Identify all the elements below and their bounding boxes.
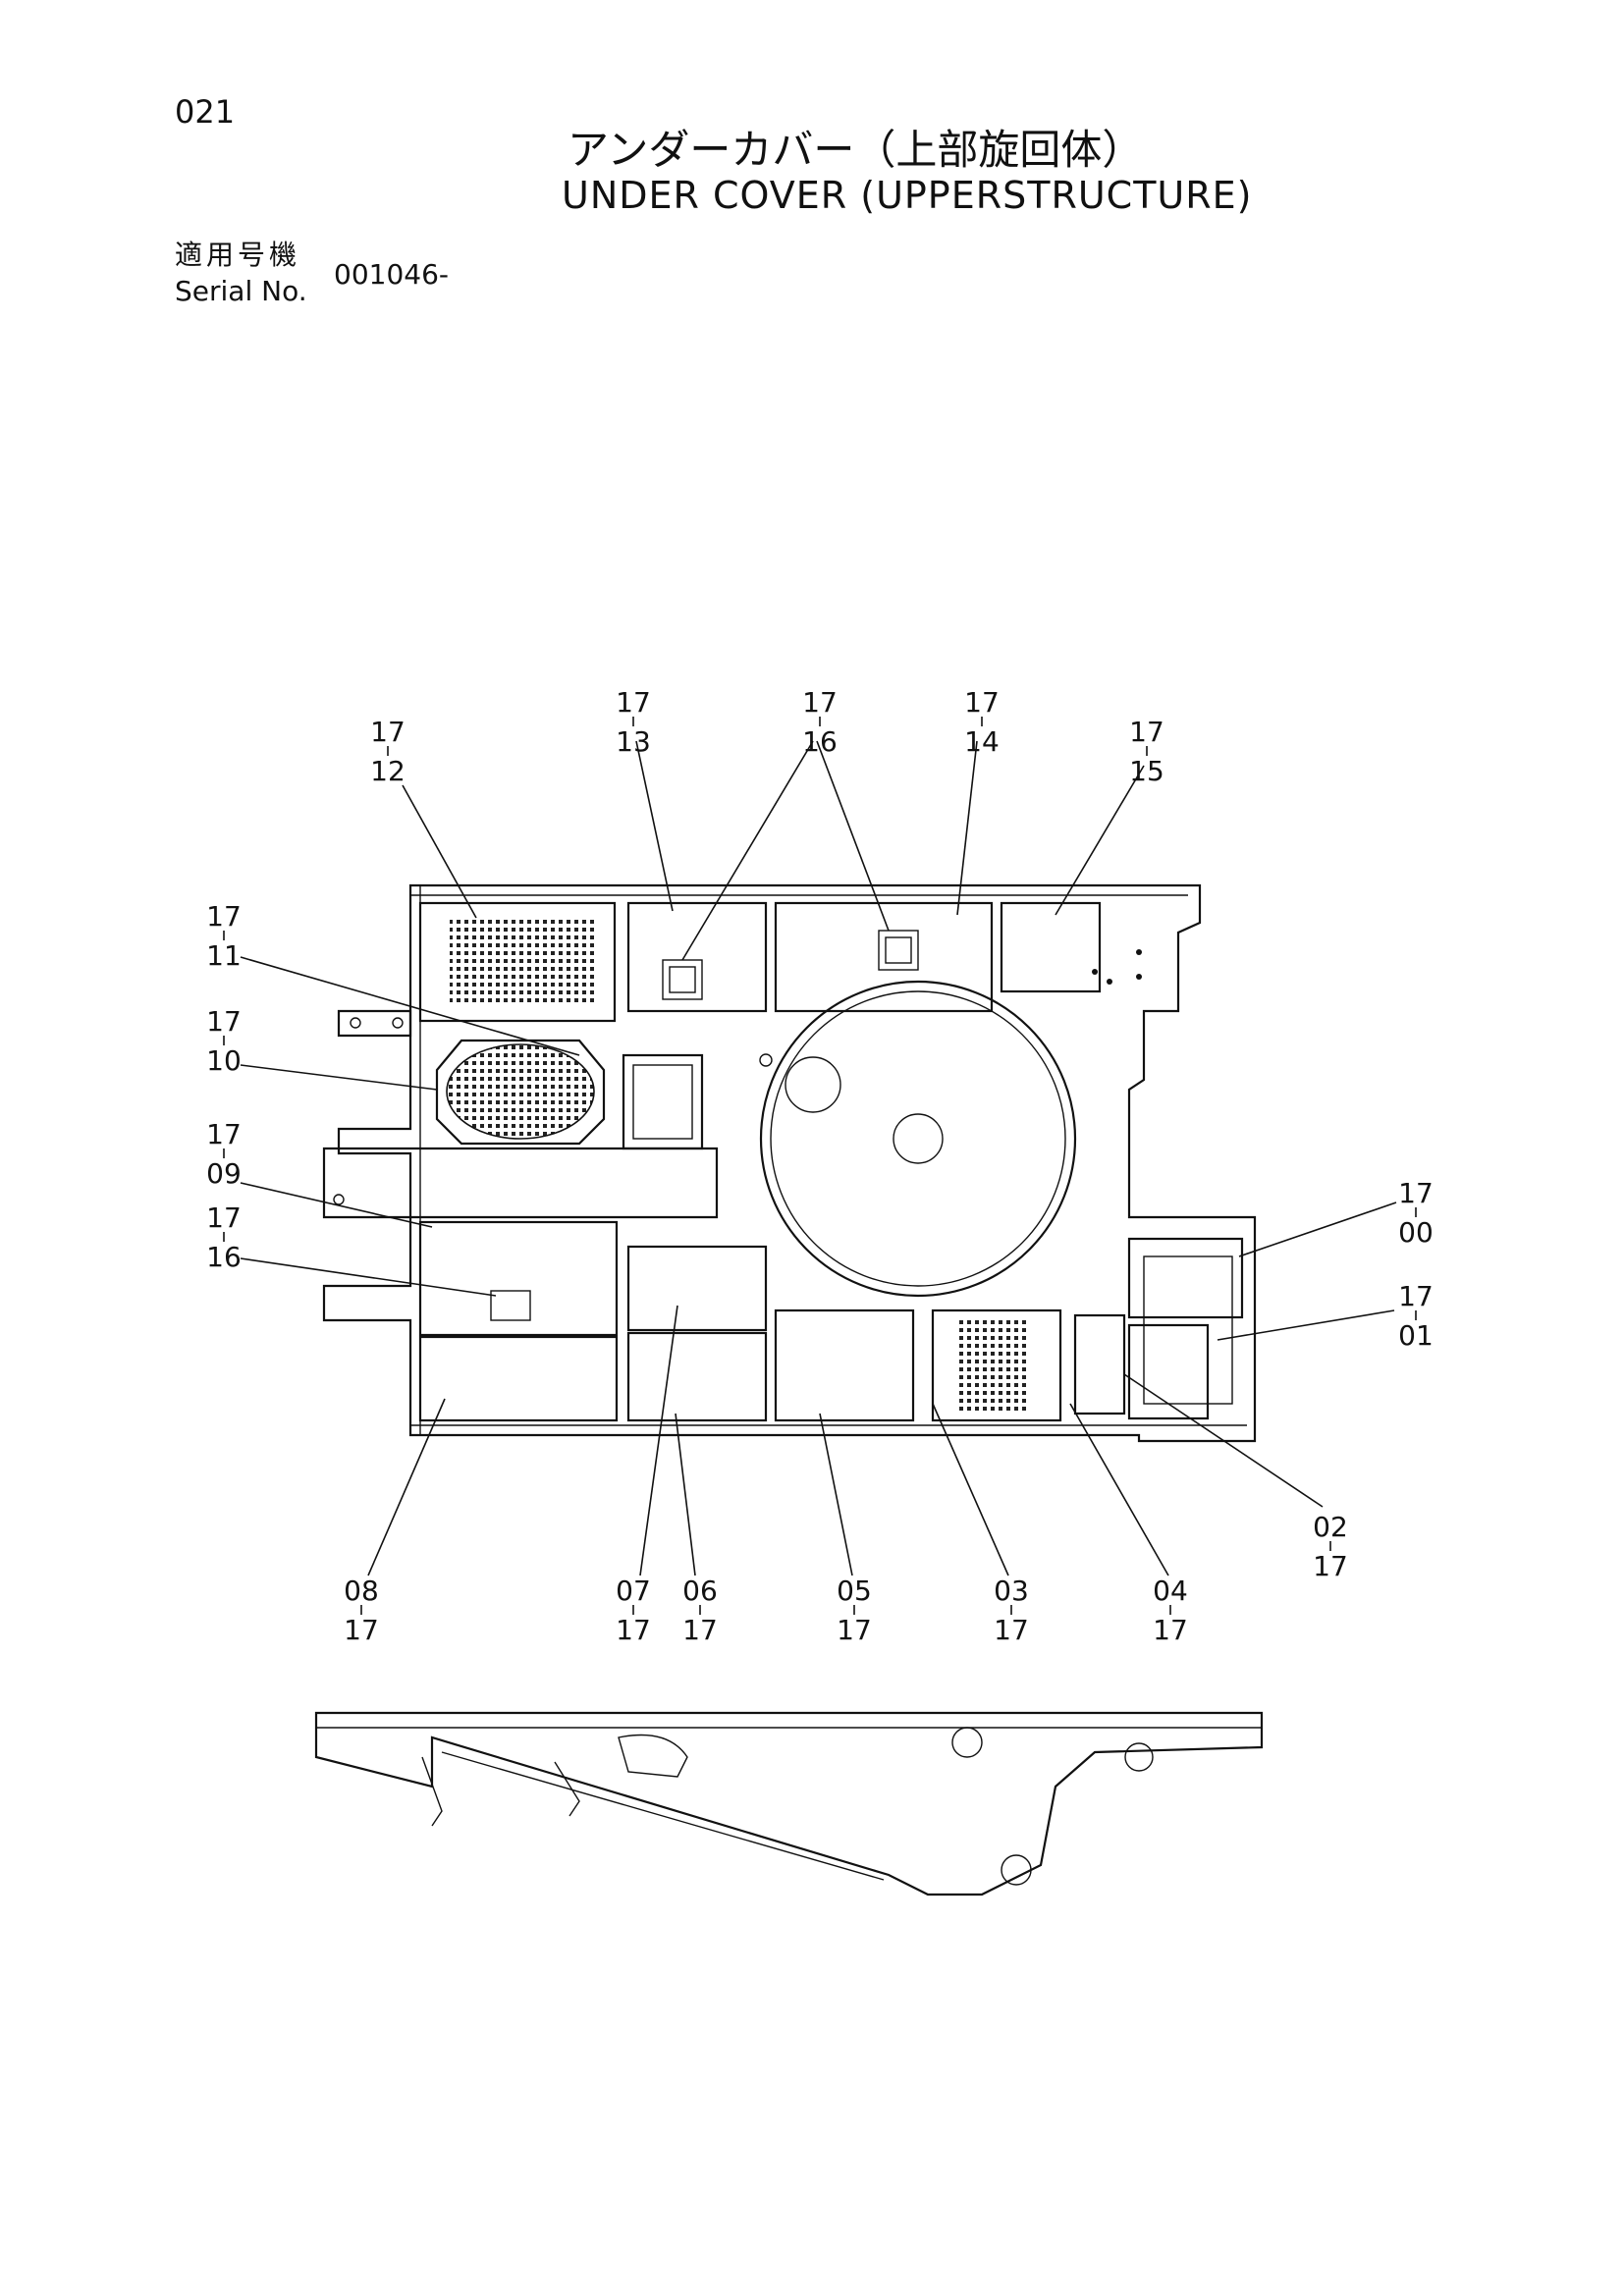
svg-text:17: 17 (206, 900, 242, 933)
panel-1700 (1127, 1237, 1244, 1319)
svg-text:17: 17 (1398, 1280, 1434, 1312)
panel-1704 (1073, 1313, 1126, 1415)
mesh-grille-1703 (957, 1320, 1026, 1414)
callout-1716-left: 17 16 (206, 1201, 242, 1273)
callout-0317: 03 17 (994, 1575, 1029, 1646)
svg-text:04: 04 (1153, 1575, 1188, 1607)
callout-1701: 17 01 (1398, 1280, 1434, 1352)
callout-0817: 08 17 (344, 1575, 379, 1646)
mesh-grille-1712 (450, 918, 597, 1004)
svg-text:07: 07 (616, 1575, 651, 1607)
callout-1716-top: 17 16 (802, 686, 838, 758)
serial-value: 001046- (334, 258, 449, 291)
svg-text:08: 08 (344, 1575, 379, 1607)
panel-1715 (1000, 901, 1102, 993)
leader-lines (240, 740, 1397, 1576)
svg-text:16: 16 (802, 725, 838, 758)
svg-text:17: 17 (1129, 716, 1164, 748)
svg-text:17: 17 (802, 686, 838, 719)
panel-1714 (774, 901, 994, 1013)
inspection-cover-1716-a (662, 959, 703, 1000)
panel-1705 (774, 1308, 915, 1422)
svg-text:00: 00 (1398, 1216, 1434, 1249)
callout-1714: 17 14 (964, 686, 1000, 758)
panel-1708 (418, 1335, 619, 1422)
panel-1709 (418, 1220, 619, 1337)
page-number: 021 (175, 93, 236, 131)
svg-text:16: 16 (206, 1241, 242, 1273)
svg-text:05: 05 (837, 1575, 872, 1607)
title-japanese: アンダーカバー（上部旋回体） (568, 126, 1144, 174)
panel-1707 (626, 1245, 768, 1332)
svg-text:02: 02 (1313, 1511, 1348, 1543)
callout-0417: 04 17 (1153, 1575, 1188, 1646)
callout-0217: 02 17 (1313, 1511, 1348, 1582)
svg-text:14: 14 (964, 725, 1000, 758)
callout-0517: 05 17 (837, 1575, 872, 1646)
panel-1711 (622, 1053, 704, 1150)
svg-text:17: 17 (1398, 1177, 1434, 1209)
panel-1702 (1127, 1323, 1210, 1420)
svg-text:17: 17 (837, 1614, 872, 1646)
swing-circle (759, 980, 1077, 1298)
svg-text:17: 17 (206, 1005, 242, 1038)
svg-text:06: 06 (682, 1575, 718, 1607)
panel-1710 (435, 1039, 606, 1146)
svg-text:17: 17 (964, 686, 1000, 719)
svg-text:17: 17 (994, 1614, 1029, 1646)
callout-labels: 17 12 17 13 17 16 17 14 17 15 17 11 (206, 686, 1434, 1646)
svg-text:11: 11 (206, 939, 242, 972)
panel-1713 (626, 901, 768, 1013)
inspection-cover-1716-c (490, 1290, 531, 1321)
callout-0617: 06 17 (682, 1575, 718, 1646)
svg-text:17: 17 (344, 1614, 379, 1646)
side-view (314, 1711, 1264, 1896)
panel-1701 (1143, 1255, 1233, 1405)
svg-text:09: 09 (206, 1157, 242, 1190)
panel-1712 (418, 901, 617, 1023)
svg-text:17: 17 (682, 1614, 718, 1646)
plan-view (322, 883, 1257, 1443)
svg-text:17: 17 (616, 686, 651, 719)
svg-text:03: 03 (994, 1575, 1029, 1607)
svg-text:15: 15 (1129, 755, 1164, 787)
svg-text:17: 17 (370, 716, 406, 748)
frame-outline (322, 883, 1257, 1443)
svg-text:12: 12 (370, 755, 406, 787)
callout-1713: 17 13 (616, 686, 651, 758)
serial-label-japanese: 適用号機 (175, 239, 301, 271)
callout-0717: 07 17 (616, 1575, 651, 1646)
panel-1706 (626, 1331, 768, 1422)
callout-1700: 17 00 (1398, 1177, 1434, 1249)
svg-text:17: 17 (206, 1201, 242, 1234)
callout-1709: 17 09 (206, 1118, 242, 1190)
svg-text:10: 10 (206, 1044, 242, 1077)
callout-1712: 17 12 (370, 716, 406, 787)
svg-text:17: 17 (206, 1118, 242, 1150)
serial-label-english: Serial No. (175, 275, 307, 307)
svg-text:17: 17 (1153, 1614, 1188, 1646)
callout-1715: 17 15 (1129, 716, 1164, 787)
callout-1711: 17 11 (206, 900, 242, 972)
svg-text:01: 01 (1398, 1319, 1434, 1352)
mesh-grille-1710 (446, 1043, 595, 1140)
svg-text:13: 13 (616, 725, 651, 758)
panel-1703 (931, 1308, 1062, 1422)
svg-text:17: 17 (616, 1614, 651, 1646)
title-english: UNDER COVER (UPPERSTRUCTURE) (562, 174, 1253, 217)
inspection-cover-1716-b (878, 930, 919, 971)
callout-1710: 17 10 (206, 1005, 242, 1077)
svg-text:17: 17 (1313, 1550, 1348, 1582)
